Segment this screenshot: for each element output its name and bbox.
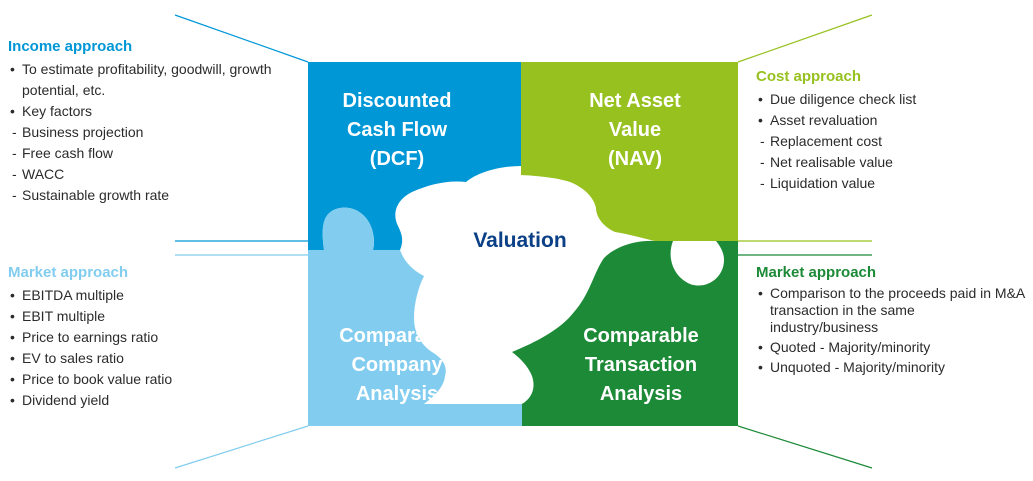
dcf-label-line-1: Discounted xyxy=(342,90,452,112)
bullet-item: To estimate profitability, goodwill, gro… xyxy=(8,59,298,101)
valuation-center-label: Valuation xyxy=(473,229,567,252)
income-approach-list: To estimate profitability, goodwill, gro… xyxy=(8,59,298,206)
bullet-item: Price to book value ratio xyxy=(8,369,298,390)
connector-line-market-left-bottom xyxy=(174,425,309,469)
bullet-item: Key factors xyxy=(8,101,298,122)
dcf-label: Discounted Cash Flow (DCF) xyxy=(318,87,476,174)
market-approach-right-panel: Market approach Comparison to the procee… xyxy=(756,264,1026,379)
income-approach-title: Income approach xyxy=(8,38,133,55)
bullet-item: Unquoted - Majority/minority xyxy=(756,359,1026,379)
market-approach-left-panel: Market approach EBITDA multipleEBIT mult… xyxy=(8,264,298,411)
income-approach-panel: Income approach To estimate profitabilit… xyxy=(8,38,298,206)
bullet-item: Quoted - Majority/minority xyxy=(756,339,1026,359)
bullet-item: Dividend yield xyxy=(8,390,298,411)
sub-item: Net realisable value xyxy=(756,152,1026,173)
bullet-item: Asset revaluation xyxy=(756,110,1026,131)
sub-item: Business projection xyxy=(8,122,298,143)
sub-item: Replacement cost xyxy=(756,131,1026,152)
cta-label-line-1: Comparable xyxy=(583,325,699,347)
cca-label-line-3: Analysis xyxy=(355,383,439,405)
bullet-item: Due diligence check list xyxy=(756,89,1026,110)
puzzle-piece-cta xyxy=(512,240,738,426)
cost-approach-panel: Cost approach Due diligence check listAs… xyxy=(756,68,1026,194)
cta-label: Comparable Transaction Analysis xyxy=(556,322,726,409)
sub-item: Liquidation value xyxy=(756,173,1026,194)
bullet-item: Price to earnings ratio xyxy=(8,327,298,348)
cta-label-line-3: Analysis xyxy=(599,383,683,405)
dcf-label-line-3: (DCF) xyxy=(369,148,425,170)
nav-label-line-1: Net Asset xyxy=(589,90,681,112)
nav-label-line-3: (NAV) xyxy=(607,148,663,170)
connector-line-market-right-bottom xyxy=(737,425,873,469)
connector-line-income-top xyxy=(174,14,309,63)
puzzle-piece-dcf xyxy=(308,62,521,250)
market-approach-right-title: Market approach xyxy=(756,264,877,281)
bullet-item: EBITDA multiple xyxy=(8,285,298,306)
market-approach-left-title: Market approach xyxy=(8,264,129,281)
cost-approach-title: Cost approach xyxy=(756,68,862,85)
cca-label: Comparable Company Analysis xyxy=(318,322,476,409)
bullet-item: EBIT multiple xyxy=(8,306,298,327)
bullet-item: Comparison to the proceeds paid in M&A t… xyxy=(756,285,1026,339)
nav-label-line-2: Value xyxy=(608,119,662,141)
cost-approach-list: Due diligence check listAsset revaluatio… xyxy=(756,89,1026,194)
market-approach-right-list: Comparison to the proceeds paid in M&A t… xyxy=(756,285,1026,379)
sub-item: Sustainable growth rate xyxy=(8,185,298,206)
nav-label: Net Asset Value (NAV) xyxy=(556,87,714,174)
bullet-item: EV to sales ratio xyxy=(8,348,298,369)
cca-label-line-1: Comparable xyxy=(339,325,455,347)
puzzle-piece-cca xyxy=(308,207,522,426)
cta-label-line-2: Transaction xyxy=(584,354,698,376)
cca-label-line-2: Company xyxy=(351,354,443,376)
dcf-label-line-2: Cash Flow xyxy=(346,119,447,141)
market-approach-left-list: EBITDA multipleEBIT multiplePrice to ear… xyxy=(8,285,298,411)
sub-item: Free cash flow xyxy=(8,143,298,164)
sub-item: WACC xyxy=(8,164,298,185)
connector-line-cost-top xyxy=(737,14,873,63)
puzzle-piece-nav xyxy=(521,62,738,241)
